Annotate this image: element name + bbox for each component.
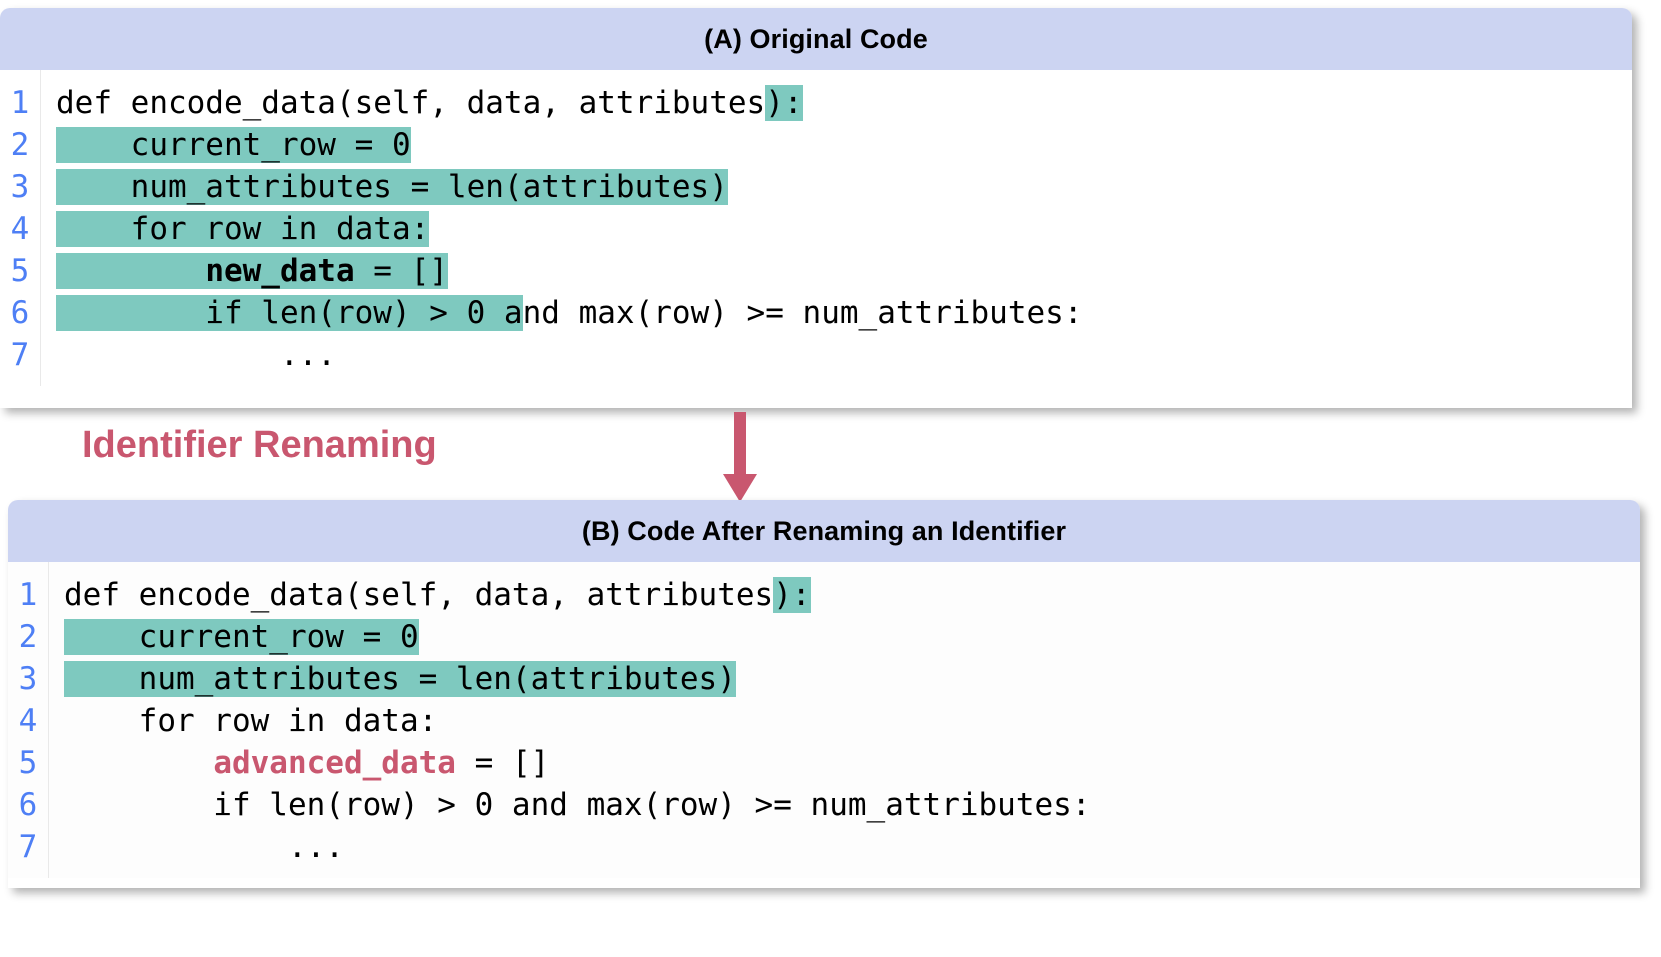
code-line-text: def encode_data(self, data, attributes):	[48, 574, 1640, 616]
line-number: 2	[18, 619, 38, 655]
code-line-text: if len(row) > 0 and max(row) >= num_attr…	[48, 784, 1640, 826]
panel-b-gutter-rule	[48, 562, 49, 878]
code-line-text: for row in data:	[48, 700, 1640, 742]
code-token: num_attributes = len(attributes)	[64, 661, 736, 697]
panel-a-header: (A) Original Code	[0, 8, 1632, 70]
code-token: current_row = 0	[56, 127, 411, 163]
code-line: 4 for row in data:	[0, 208, 1632, 250]
code-token: new_data	[205, 253, 355, 289]
line-number: 5	[10, 253, 30, 289]
code-token	[56, 253, 206, 289]
code-token: advanced_data	[213, 745, 456, 781]
code-line-text: ...	[48, 826, 1640, 868]
panel-a-title: (A) Original Code	[704, 23, 928, 54]
line-number: 3	[18, 661, 38, 697]
code-token: ):	[773, 577, 811, 613]
line-number: 6	[18, 787, 38, 823]
code-token	[64, 745, 213, 781]
code-line-text: current_row = 0	[48, 616, 1640, 658]
code-line: 5 advanced_data = []	[8, 742, 1640, 784]
code-line-text: num_attributes = len(attributes)	[40, 166, 1632, 208]
line-number: 5	[18, 745, 38, 781]
line-number: 1	[18, 577, 38, 613]
down-arrow-svg	[723, 412, 757, 502]
code-line-text: if len(row) > 0 and max(row) >= num_attr…	[40, 292, 1632, 334]
transform-label: Identifier Renaming	[82, 424, 437, 466]
panel-b-code-lines: 1 def encode_data(self, data, attributes)…	[8, 574, 1640, 868]
line-number: 7	[18, 829, 38, 865]
code-line-text: ...	[40, 334, 1632, 376]
code-token: if len(row) > 0 a	[56, 295, 523, 331]
code-line: 1 def encode_data(self, data, attributes)…	[0, 82, 1632, 124]
panel-b-header: (B) Code After Renaming an Identifier	[8, 500, 1640, 562]
code-line-text: new_data = []	[40, 250, 1632, 292]
code-line: 5 new_data = []	[0, 250, 1632, 292]
panel-a-code-body: 1 def encode_data(self, data, attributes)…	[0, 70, 1632, 386]
panel-a-code-lines: 1 def encode_data(self, data, attributes)…	[0, 82, 1632, 376]
code-line-text: num_attributes = len(attributes)	[48, 658, 1640, 700]
code-token: = []	[455, 745, 550, 781]
code-token: if len(row) > 0 and max(row) >= num_attr…	[64, 787, 1091, 823]
line-number: 4	[10, 211, 30, 247]
code-token: for row in data:	[56, 211, 430, 247]
panel-b-code-body: 1 def encode_data(self, data, attributes)…	[8, 562, 1640, 878]
line-number: 7	[10, 337, 30, 373]
code-line: 2 current_row = 0	[8, 616, 1640, 658]
code-token: def encode_data(self, data, attributes	[64, 577, 774, 613]
code-token: current_row = 0	[64, 619, 419, 655]
code-token: ...	[56, 337, 336, 373]
code-token: num_attributes = len(attributes)	[56, 169, 728, 205]
code-line: 3 num_attributes = len(attributes)	[8, 658, 1640, 700]
code-line: 6 if len(row) > 0 and max(row) >= num_at…	[0, 292, 1632, 334]
code-line-text: for row in data:	[40, 208, 1632, 250]
panel-a-gutter-rule	[40, 70, 41, 386]
line-number: 6	[10, 295, 30, 331]
code-line-text: def encode_data(self, data, attributes):	[40, 82, 1632, 124]
code-line: 3 num_attributes = len(attributes)	[0, 166, 1632, 208]
code-token: def encode_data(self, data, attributes	[56, 85, 766, 121]
down-arrow-icon	[700, 412, 780, 504]
code-token: ...	[64, 829, 344, 865]
code-line: 1 def encode_data(self, data, attributes)…	[8, 574, 1640, 616]
code-line: 7 ...	[0, 334, 1632, 376]
code-token: nd max(row) >= num_attributes:	[522, 295, 1083, 331]
code-line: 4 for row in data:	[8, 700, 1640, 742]
code-line: 7 ...	[8, 826, 1640, 868]
code-token: = []	[354, 253, 448, 289]
code-token: ):	[765, 85, 803, 121]
line-number: 1	[10, 85, 30, 121]
code-line-text: current_row = 0	[40, 124, 1632, 166]
code-line-text: advanced_data = []	[48, 742, 1640, 784]
code-line: 2 current_row = 0	[0, 124, 1632, 166]
line-number: 2	[10, 127, 30, 163]
panel-b-title: (B) Code After Renaming an Identifier	[581, 515, 1067, 546]
line-number: 4	[18, 703, 38, 739]
code-token: for row in data:	[64, 703, 438, 739]
code-line: 6 if len(row) > 0 and max(row) >= num_at…	[8, 784, 1640, 826]
panel-original-code: (A) Original Code 1 def encode_data(self,…	[0, 8, 1632, 408]
line-number: 3	[10, 169, 30, 205]
